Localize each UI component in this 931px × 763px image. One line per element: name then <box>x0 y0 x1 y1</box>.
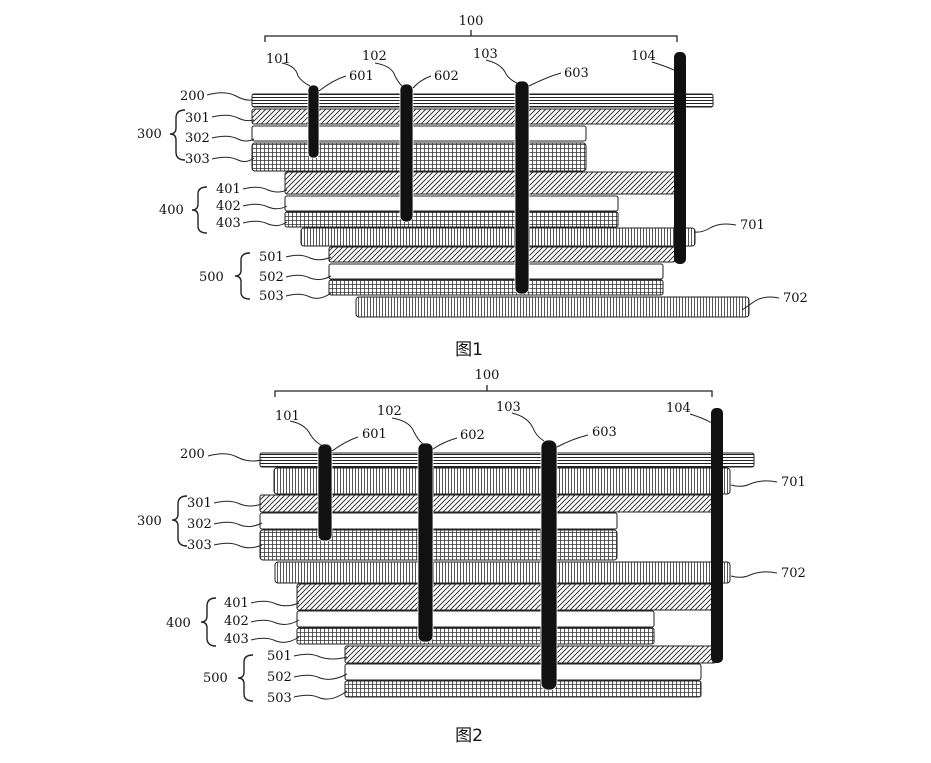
layer-402 <box>296 610 655 628</box>
label-104: 104 <box>631 49 656 64</box>
label-503: 503 <box>259 289 284 304</box>
label-302: 302 <box>187 517 212 532</box>
brace-500 <box>234 252 251 300</box>
label-200: 200 <box>180 89 205 104</box>
layer-501 <box>328 246 676 263</box>
brace-500 <box>237 654 254 702</box>
layer-302 <box>259 512 618 530</box>
label-603: 603 <box>564 66 589 81</box>
caption-figure-2: 图2 <box>455 726 483 746</box>
label-301: 301 <box>187 496 212 511</box>
label-301: 301 <box>185 111 210 126</box>
layer-701 <box>300 227 696 247</box>
label-403: 403 <box>224 632 249 647</box>
label-302: 302 <box>185 131 210 146</box>
layer-503 <box>328 279 664 296</box>
bracket-100 <box>264 30 678 42</box>
label-101: 101 <box>266 52 291 67</box>
label-401: 401 <box>216 182 241 197</box>
label-100: 100 <box>475 368 500 383</box>
label-601: 601 <box>362 427 387 442</box>
label-101: 101 <box>275 409 300 424</box>
layer-702 <box>355 296 750 318</box>
label-104: 104 <box>666 401 691 416</box>
bracket-100 <box>274 385 713 397</box>
label-501: 501 <box>259 250 284 265</box>
label-402: 402 <box>216 199 241 214</box>
label-502: 502 <box>267 670 292 685</box>
layer-403 <box>296 627 655 645</box>
layer-501 <box>344 645 717 664</box>
label-103: 103 <box>473 47 498 62</box>
pin-103 <box>514 80 530 295</box>
label-602: 602 <box>434 69 459 84</box>
label-601: 601 <box>349 69 374 84</box>
label-102: 102 <box>377 404 402 419</box>
label-500: 500 <box>203 671 228 686</box>
label-200: 200 <box>180 447 205 462</box>
layer-702 <box>274 561 731 584</box>
label-103: 103 <box>496 400 521 415</box>
layer-403 <box>284 211 619 228</box>
label-100: 100 <box>459 14 484 29</box>
label-702: 702 <box>781 566 806 581</box>
layer-401 <box>284 171 676 195</box>
label-702: 702 <box>783 291 808 306</box>
label-300: 300 <box>137 127 162 142</box>
label-401: 401 <box>224 596 249 611</box>
caption-figure-1: 图1 <box>455 340 483 360</box>
brace-400 <box>200 597 217 647</box>
label-701: 701 <box>740 218 765 233</box>
layer-303 <box>259 529 618 561</box>
layer-303 <box>251 142 587 172</box>
pin-104 <box>711 408 723 663</box>
layer-502 <box>328 263 664 280</box>
label-303: 303 <box>187 538 212 553</box>
label-400: 400 <box>166 616 191 631</box>
pin-101 <box>317 443 333 542</box>
layer-701 <box>273 467 731 495</box>
label-400: 400 <box>159 203 184 218</box>
label-303: 303 <box>185 152 210 167</box>
layer-402 <box>284 195 619 212</box>
pin-103 <box>540 439 558 691</box>
pin-102 <box>399 83 414 223</box>
label-403: 403 <box>216 216 241 231</box>
layer-401 <box>296 583 717 611</box>
label-300: 300 <box>137 514 162 529</box>
label-501: 501 <box>267 649 292 664</box>
brace-300 <box>171 495 188 547</box>
label-502: 502 <box>259 270 284 285</box>
pin-104 <box>674 52 686 264</box>
label-500: 500 <box>199 270 224 285</box>
label-402: 402 <box>224 614 249 629</box>
layer-302 <box>251 125 587 142</box>
layer-200 <box>251 93 714 108</box>
figure-2: 100 <box>137 368 806 746</box>
label-503: 503 <box>267 691 292 706</box>
label-701: 701 <box>781 475 806 490</box>
label-603: 603 <box>592 425 617 440</box>
label-102: 102 <box>362 49 387 64</box>
layer-200 <box>259 452 755 468</box>
brace-400 <box>191 186 208 234</box>
label-602: 602 <box>460 428 485 443</box>
brace-300 <box>169 109 186 161</box>
layer-503 <box>344 680 702 698</box>
pin-102 <box>417 442 434 643</box>
pin-101 <box>307 84 320 159</box>
layer-502 <box>344 663 702 681</box>
figure-1: 100 <box>137 14 808 360</box>
